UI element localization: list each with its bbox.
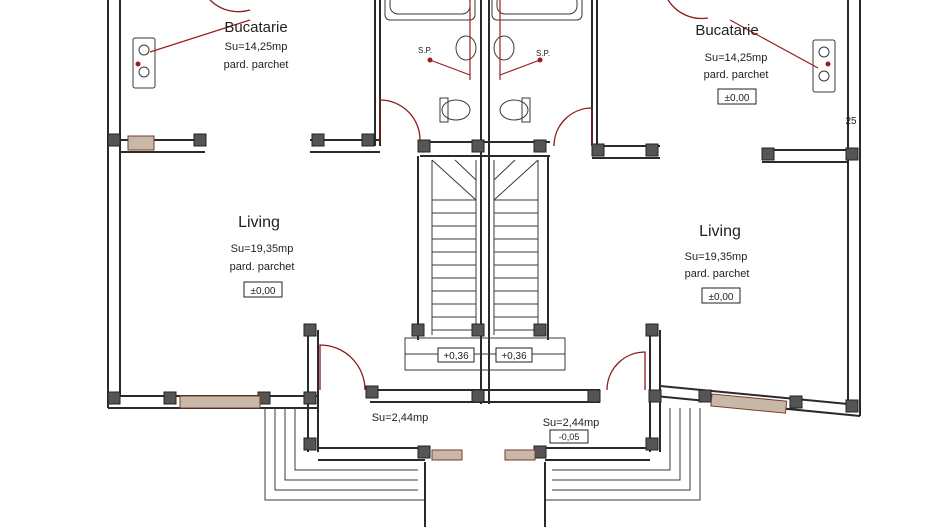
kitchen-right-area: Su=14,25mp — [705, 52, 768, 64]
stair-level-left: +0,36 — [443, 351, 469, 362]
doors — [209, 0, 709, 391]
sp-right-label: S.P. — [536, 49, 550, 58]
kitchen-left-name: Bucatarie — [224, 19, 287, 36]
kitchen-left-floor: pard. parchet — [224, 59, 289, 71]
column — [417, 139, 431, 153]
sp-left-label: S.P. — [418, 46, 432, 55]
central-core-walls — [374, 0, 598, 404]
column — [845, 399, 859, 413]
living-right-level: ±0,00 — [709, 292, 734, 303]
entry-right-area: Su=2,44mp — [543, 417, 600, 429]
dimension-25: 25 — [845, 116, 857, 127]
entry-right-level: -0,05 — [559, 432, 580, 442]
stair-level-right: +0,36 — [501, 351, 527, 362]
living-left-area: Su=19,35mp — [231, 243, 294, 255]
column — [533, 139, 547, 153]
column — [107, 391, 121, 405]
column — [645, 143, 659, 157]
entry-left-area: Su=2,44mp — [372, 412, 429, 424]
column — [845, 147, 859, 161]
column — [107, 133, 121, 147]
column — [761, 147, 775, 161]
column — [645, 437, 659, 451]
column — [365, 385, 379, 399]
living-left-name: Living — [238, 214, 280, 231]
column — [361, 133, 375, 147]
column — [587, 389, 601, 403]
column — [471, 389, 485, 403]
kitchen-right-floor: pard. parchet — [704, 69, 769, 81]
kitchen-left-area: Su=14,25mp — [225, 41, 288, 53]
column — [193, 133, 207, 147]
staircase — [404, 159, 566, 371]
column — [698, 389, 712, 403]
room-labels: Bucatarie Su=14,25mp pard. parchet Bucat… — [224, 19, 857, 444]
column — [411, 323, 425, 337]
living-left-floor: pard. parchet — [230, 261, 295, 273]
column — [471, 139, 485, 153]
living-left-level: ±0,00 — [251, 286, 276, 297]
structural-columns — [107, 133, 859, 459]
column — [163, 391, 177, 405]
living-right-name: Living — [699, 223, 741, 240]
column — [303, 323, 317, 337]
column — [303, 437, 317, 451]
column — [417, 445, 431, 459]
living-right-area: Su=19,35mp — [685, 251, 748, 263]
kitchen-right-level: ±0,00 — [725, 93, 750, 104]
column — [533, 445, 547, 459]
plumbing-fixtures — [132, 0, 836, 123]
column — [645, 323, 659, 337]
column — [303, 391, 317, 405]
column — [311, 133, 325, 147]
windows — [127, 135, 788, 461]
column — [591, 143, 605, 157]
kitchen-right-name: Bucatarie — [695, 22, 758, 39]
column — [648, 389, 662, 403]
exterior-steps — [264, 408, 701, 527]
column — [533, 323, 547, 337]
column — [471, 323, 485, 337]
living-right-floor: pard. parchet — [685, 268, 750, 280]
column — [789, 395, 803, 409]
